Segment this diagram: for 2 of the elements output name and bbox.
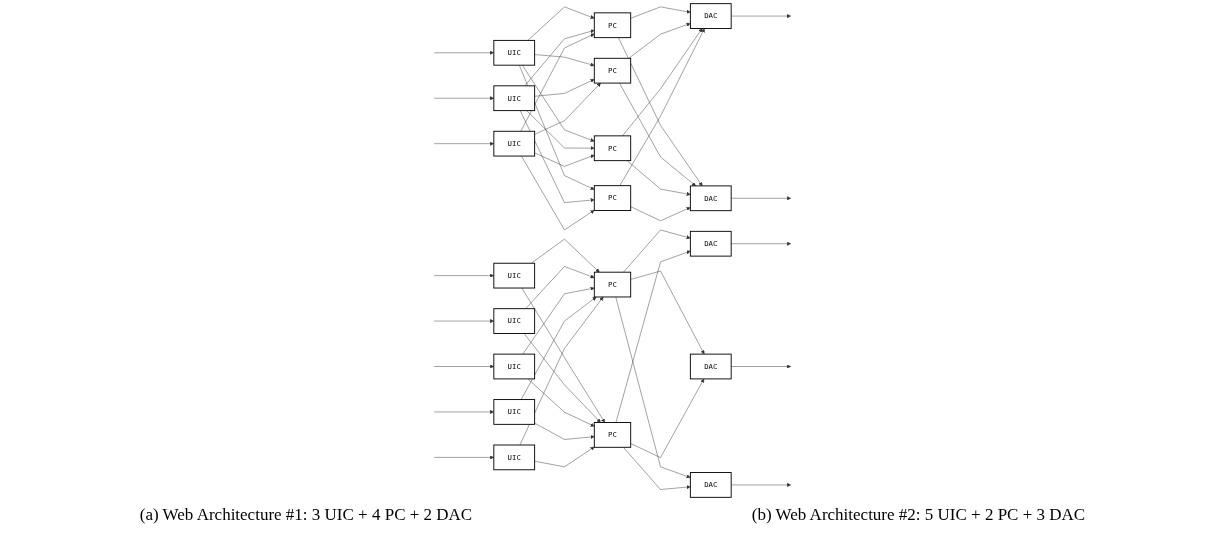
caption-text: (a) Web Architecture #1: 3 UIC + 4 PC + 2 DAC bbox=[139, 505, 473, 525]
caption-text: (b) Web Architecture #2: 5 UIC + 2 PC + 3 DAC bbox=[751, 505, 1086, 525]
